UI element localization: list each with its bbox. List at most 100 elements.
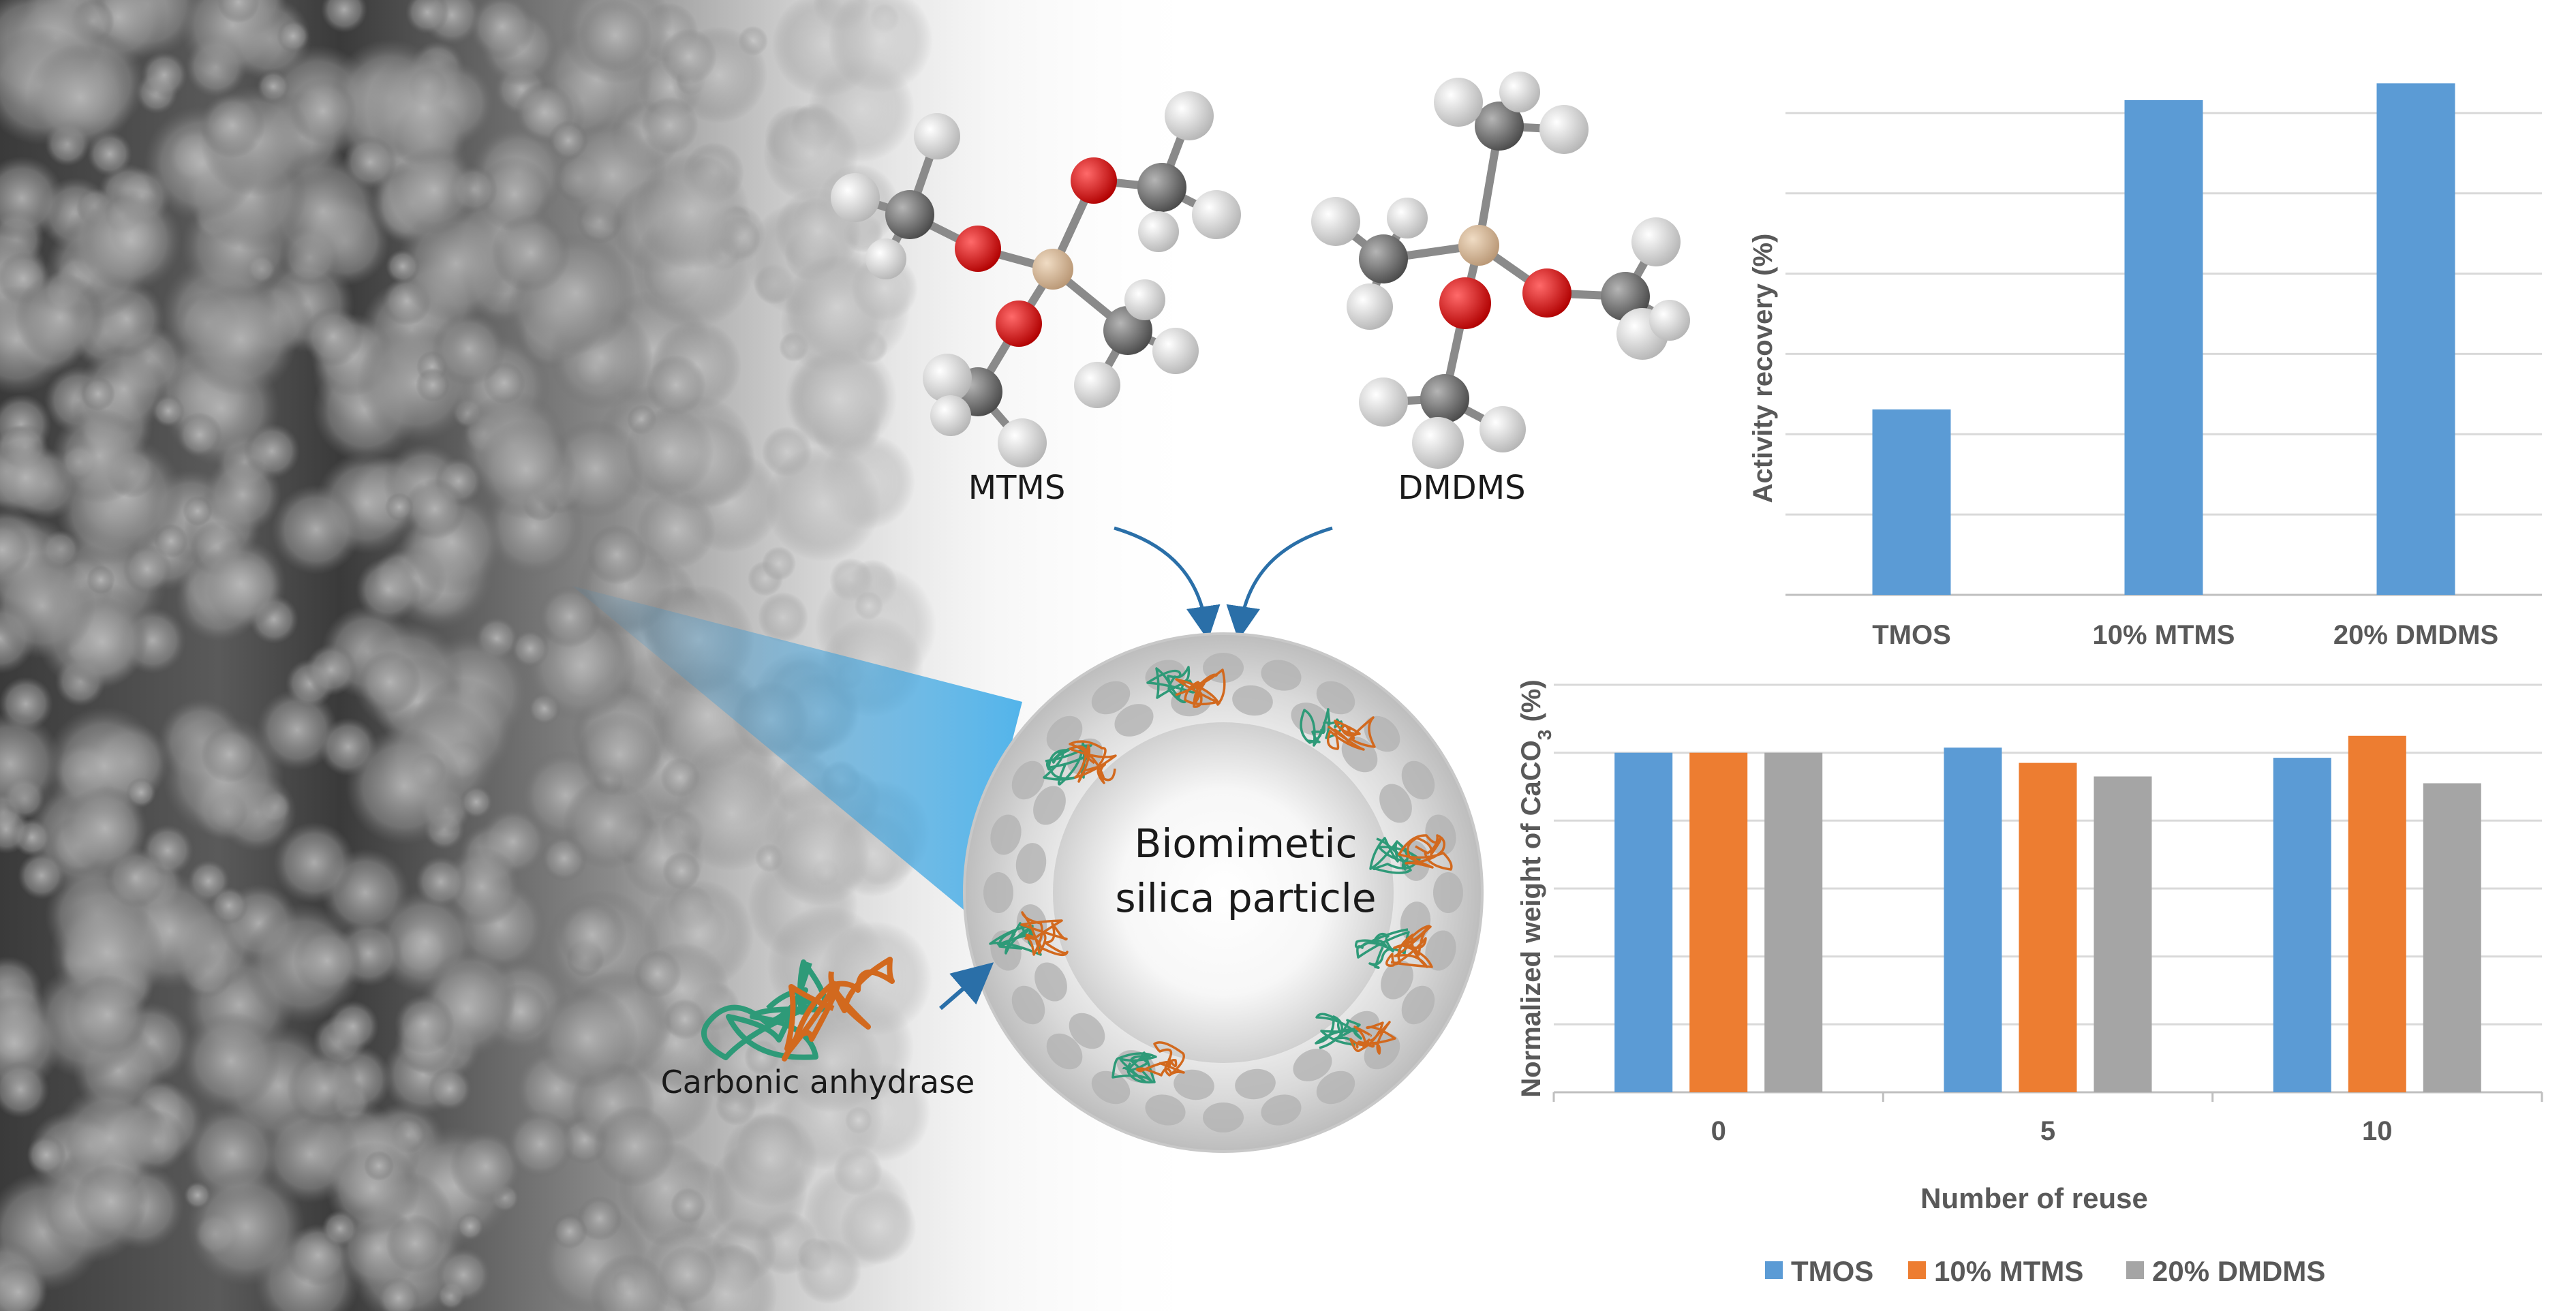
enzyme-ribbon <box>1146 666 1196 704</box>
sem-grain <box>195 538 286 630</box>
enzyme-ribbon <box>1349 1021 1396 1055</box>
o-atom <box>1071 157 1117 204</box>
pore <box>1011 985 1045 1025</box>
zoom-beam <box>572 586 1022 913</box>
pore <box>1379 784 1412 823</box>
pore <box>1145 1094 1186 1126</box>
bar <box>1872 409 1951 596</box>
pore <box>1114 704 1154 737</box>
h-atom <box>1479 406 1526 452</box>
sem-grain <box>386 1214 444 1273</box>
sem-grain <box>415 856 467 908</box>
h-atom <box>1359 377 1408 427</box>
sem-grain <box>27 44 134 151</box>
sem-grain <box>271 484 361 574</box>
sem-grain <box>204 456 281 534</box>
bar <box>2423 783 2481 1092</box>
enzyme-ribbon <box>1175 668 1226 708</box>
sem-grain <box>477 157 552 232</box>
y-axis-label-subscript: 3 <box>1534 730 1555 741</box>
sem-grain <box>293 927 361 995</box>
mtms-arrow <box>1114 526 1221 641</box>
sem-grain <box>378 1277 420 1311</box>
sem-grain <box>322 1210 358 1247</box>
h-atom <box>831 173 880 222</box>
h-atom <box>1152 328 1199 374</box>
enzyme-ribbon <box>1326 716 1376 751</box>
particle-inner <box>1053 722 1394 1063</box>
sem-grain <box>141 52 187 98</box>
h-atom <box>1124 279 1165 320</box>
sem-grain <box>470 0 535 59</box>
sem-grain <box>201 726 258 783</box>
x-tick-label: 10% MTMS <box>2093 620 2235 650</box>
pore <box>1381 960 1413 1000</box>
legend-label: 10% MTMS <box>1934 1255 2083 1287</box>
h-atom <box>1412 417 1464 469</box>
sem-grain <box>346 728 463 845</box>
legend-label: 20% DMDMS <box>2152 1255 2325 1287</box>
h-atom <box>923 354 972 403</box>
sem-grain <box>506 1110 574 1178</box>
pore <box>1203 1102 1244 1132</box>
sem-grain <box>123 544 172 593</box>
sem-grain <box>460 786 493 818</box>
mtms-label: MTMS <box>968 469 1066 507</box>
sem-grain <box>321 0 367 33</box>
x-tick-label: 0 <box>1711 1116 1726 1146</box>
sem-grain <box>74 1164 149 1239</box>
sem-grain <box>557 900 627 970</box>
sem-grain <box>436 1248 491 1302</box>
y-axis-label: Normalized weight of CaCO3 (%) <box>1516 679 1555 1097</box>
particle-label-line2: silica particle <box>1115 875 1376 921</box>
sem-grain <box>428 1067 472 1111</box>
sem-grain <box>538 585 601 648</box>
enzyme-ribbon <box>1315 1013 1362 1049</box>
pore <box>1091 681 1131 715</box>
si-atom <box>1458 225 1499 266</box>
sem-grain <box>55 1084 164 1193</box>
sem-grain <box>184 1182 211 1209</box>
particle-label-line1: Biomimetic <box>1135 820 1358 867</box>
h-atom <box>1192 190 1241 239</box>
enzyme-ribbon <box>1398 834 1453 871</box>
si-atom <box>1032 249 1073 290</box>
pore <box>1425 930 1456 971</box>
pore <box>1011 760 1045 800</box>
h-atom <box>865 238 906 279</box>
enzyme-ribbon <box>1111 1051 1157 1084</box>
enzyme-ribbon <box>1069 740 1117 784</box>
legend-label: TMOS <box>1791 1255 1873 1287</box>
dmdms-label: DMDMS <box>1398 469 1525 507</box>
pore <box>1091 1070 1131 1105</box>
sem-grain <box>577 1196 622 1241</box>
sem-grain <box>177 412 222 457</box>
mtms-molecule <box>831 91 1241 467</box>
sem-grain <box>179 0 286 78</box>
sem-grain <box>126 777 156 807</box>
pore <box>1033 786 1066 825</box>
c-atom <box>1137 163 1186 212</box>
bar <box>1614 752 1673 1092</box>
bar <box>2124 100 2203 595</box>
h-atom <box>1499 72 1540 112</box>
o-atom <box>1439 277 1491 329</box>
pore <box>990 814 1022 855</box>
h-atom <box>1347 283 1393 330</box>
y-axis-label-unit: (%) <box>1516 679 1546 729</box>
dmdms-molecule <box>1311 72 1690 469</box>
enzyme-ribbon <box>1385 925 1433 968</box>
sem-grain <box>0 711 63 816</box>
sem-grain <box>476 420 576 519</box>
pore <box>1433 872 1463 913</box>
bar <box>2273 758 2331 1092</box>
sem-grain <box>0 1263 48 1311</box>
c-atom <box>1359 234 1408 283</box>
sem-grain <box>367 51 481 166</box>
sem-grain <box>552 1214 587 1249</box>
sem-grain <box>187 1167 305 1286</box>
sem-grain <box>287 1051 362 1126</box>
sem-grain <box>0 553 95 659</box>
